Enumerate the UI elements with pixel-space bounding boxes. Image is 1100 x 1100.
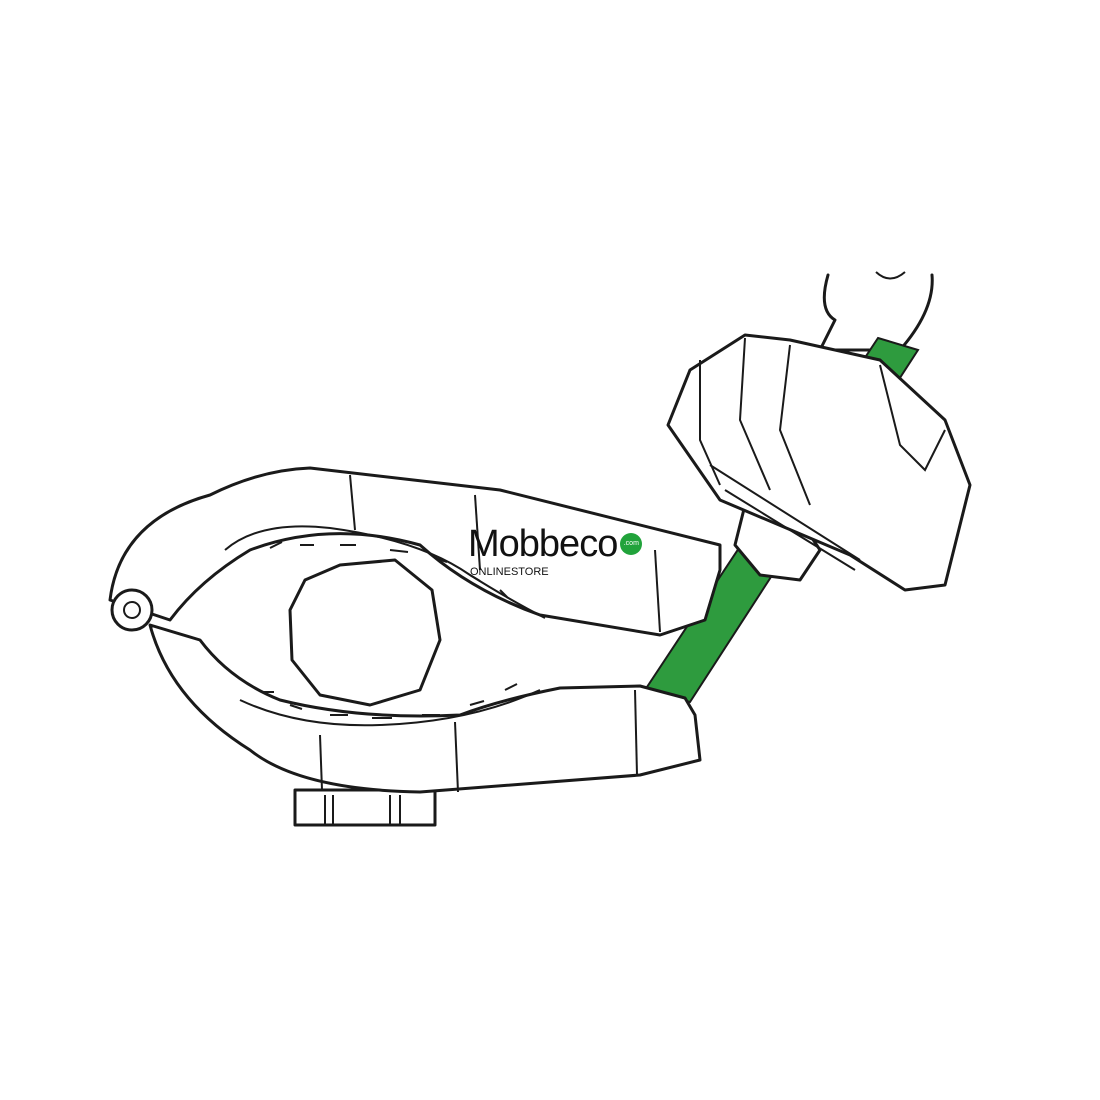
tube-section	[288, 558, 442, 707]
top-knob	[818, 271, 934, 352]
hinge-pin	[110, 588, 154, 632]
watermark-domain-badge: .com	[620, 533, 643, 555]
base-mount	[293, 788, 437, 827]
tightening-knob	[666, 333, 972, 592]
watermark-tagline: ONLINESTORE	[470, 566, 549, 578]
lower-jaw	[148, 623, 702, 794]
watermark-brand-row: Mobbeco .com	[468, 522, 643, 566]
watermark-logo: Mobbeco .com ONLINESTORE	[468, 522, 643, 579]
watermark-brand: Mobbeco	[468, 523, 618, 565]
upper-jaw	[108, 466, 722, 637]
